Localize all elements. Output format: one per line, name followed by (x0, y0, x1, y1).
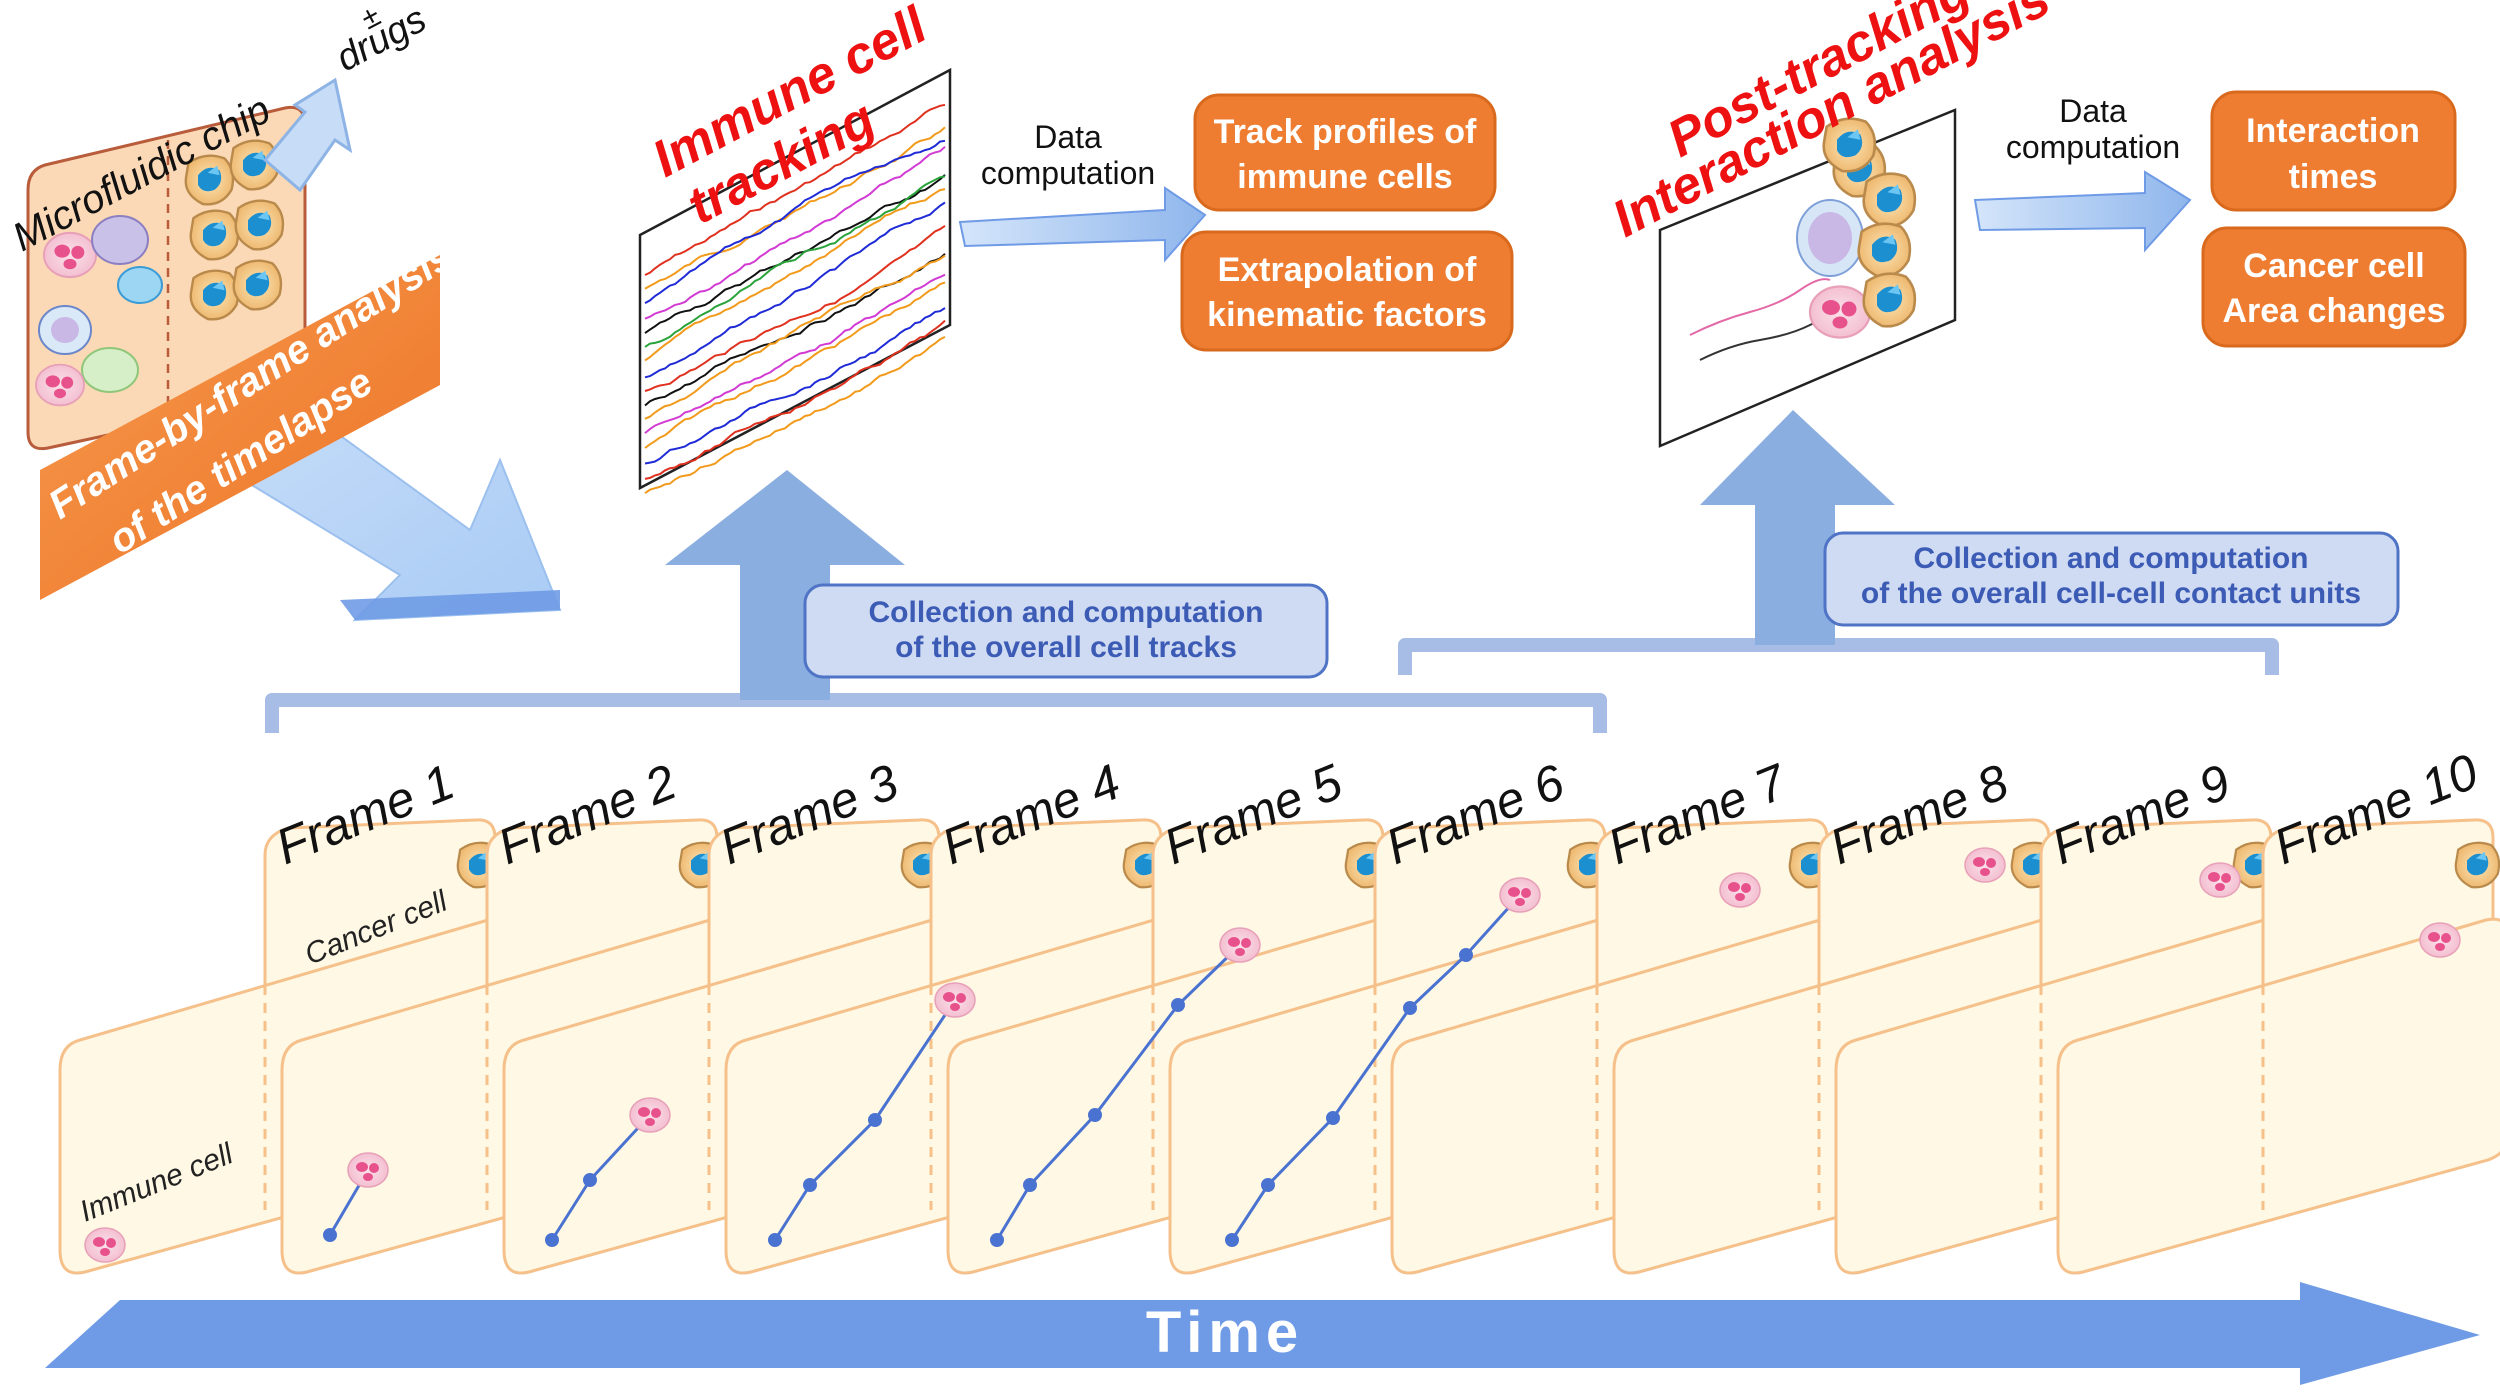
track-point (868, 1113, 882, 1127)
interaction-plot (1658, 108, 1957, 448)
track-point (1225, 1233, 1239, 1247)
interaction-computation-line2: computation (2006, 129, 2180, 165)
cancer-area-line2: Area changes (2223, 292, 2446, 330)
track-point (990, 1233, 1004, 1247)
analysis-banner (40, 255, 440, 600)
result-kinematic-factors: Extrapolation of kinematic factors (1180, 230, 1514, 352)
interaction-times-line1: Interaction (2246, 112, 2420, 150)
time-arrow (45, 1282, 2480, 1385)
cancer-area-line1: Cancer cell (2243, 247, 2424, 285)
collection-contacts-line1: Collection and computation (1914, 542, 2309, 575)
immune-cell (2419, 922, 2461, 958)
collection-box-contacts: Collection and computation of the overal… (1823, 531, 2400, 627)
track-point (1088, 1108, 1102, 1122)
immune-cell (629, 1097, 671, 1133)
result-cancer-area: Cancer cell Area changes (2201, 226, 2467, 348)
track-point (1261, 1178, 1275, 1192)
track-line (644, 273, 946, 434)
drugs-label: drugs (330, 0, 434, 80)
frame-panel: Frame 10 (2056, 743, 2500, 1275)
bracket-frames-1-6 (265, 693, 1607, 733)
tracking-lines (644, 103, 946, 495)
track-point (1171, 998, 1185, 1012)
track-line (644, 139, 946, 304)
tracking-plot (638, 67, 952, 495)
panel-front (2056, 917, 2500, 1275)
up-arrow-tracking (665, 470, 905, 700)
immune-cell (1719, 872, 1761, 908)
collection-contacts-line2: of the overall cell-cell contact units (1861, 577, 2361, 610)
track-line (644, 281, 946, 449)
track-line (644, 254, 946, 420)
collection-box-tracks: Collection and computation of the overal… (803, 583, 1329, 679)
interaction-computation-arrow (1973, 170, 2192, 253)
track-point (803, 1178, 817, 1192)
track-line (644, 126, 946, 290)
immune-cell (1219, 927, 1261, 963)
track-path (1230, 893, 1522, 1241)
immune-cell (1964, 847, 2006, 883)
track-point (323, 1228, 337, 1242)
time-label: Time (1146, 1300, 1304, 1365)
track-line (644, 145, 946, 320)
interaction-computation-line1: Data (2059, 93, 2127, 129)
collection-tracks-line2: of the overall cell tracks (895, 631, 1237, 664)
track-line (644, 307, 946, 465)
track-point (1459, 948, 1473, 962)
track-path (773, 999, 957, 1241)
track-line (644, 201, 946, 379)
track-point (1403, 1001, 1417, 1015)
collection-tracks-line1: Collection and computation (869, 596, 1264, 629)
track-profiles-line2: immune cells (1237, 158, 1452, 196)
track-profiles-line1: Track profiles of (1214, 113, 1477, 151)
track-line (644, 319, 946, 480)
immune-cell (1499, 877, 1541, 913)
immune-cell (934, 982, 976, 1018)
immune-cell (84, 1227, 126, 1263)
result-interaction-times: Interaction times (2210, 90, 2457, 212)
immune-cell (2199, 862, 2241, 898)
track-point (1023, 1178, 1037, 1192)
tracking-computation-arrow (958, 186, 1207, 263)
track-line (644, 224, 946, 392)
track-point (1326, 1111, 1340, 1125)
track-point (583, 1173, 597, 1187)
cancer-cell (2454, 841, 2500, 889)
tracking-computation-line2: computation (981, 155, 1155, 191)
track-point (768, 1233, 782, 1247)
track-line (644, 175, 946, 348)
track-line (644, 103, 946, 276)
interaction-times-line2: times (2289, 158, 2378, 196)
microfluidic-chip (26, 77, 562, 622)
kinematic-line2: kinematic factors (1207, 296, 1487, 334)
immune-cell (347, 1152, 389, 1188)
track-line (644, 336, 946, 495)
track-line (644, 188, 946, 362)
kinematic-line1: Extrapolation of (1218, 251, 1477, 289)
drugs-arrow (262, 77, 353, 193)
bracket-frames-6-10 (1398, 638, 2279, 675)
immune-tracks (84, 847, 2461, 1263)
track-line (644, 174, 946, 334)
up-arrow-interaction (1700, 410, 1895, 645)
track-point (545, 1233, 559, 1247)
result-track-profiles: Track profiles of immune cells (1193, 93, 1497, 212)
tracking-computation-line1: Data (1034, 119, 1102, 155)
